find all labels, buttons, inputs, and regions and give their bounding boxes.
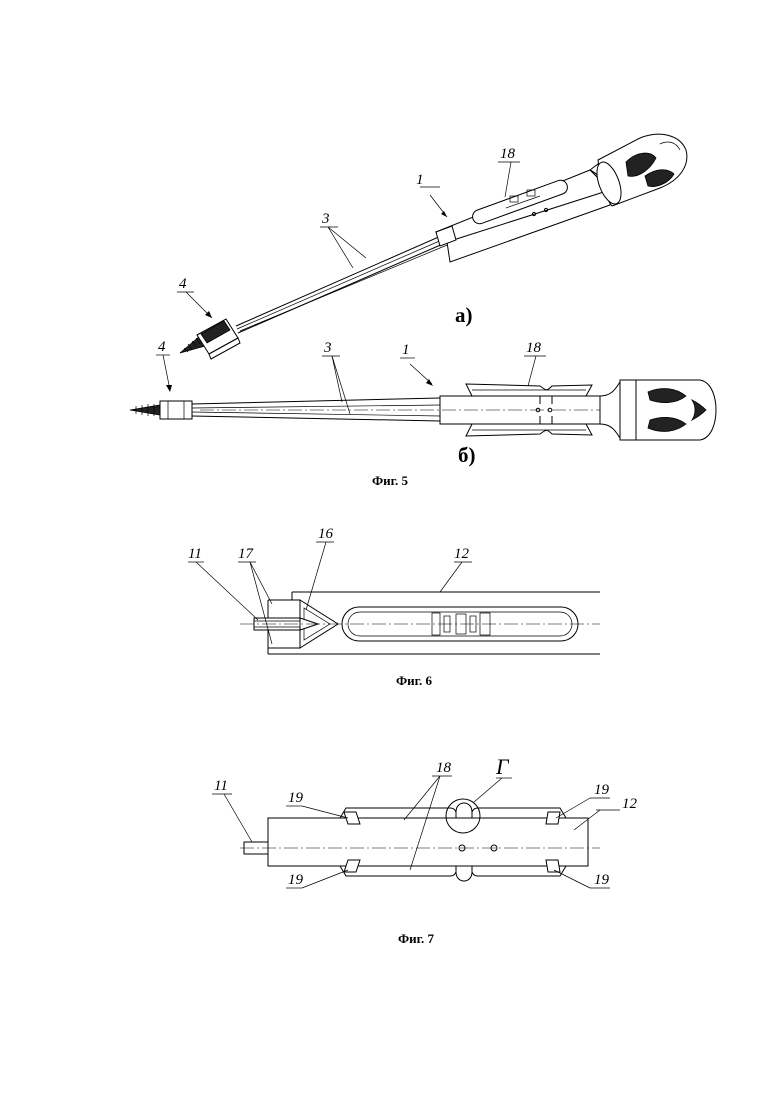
handle-b: [600, 380, 716, 440]
figure-5b-instrument: [130, 380, 716, 440]
callout-1-b: 1: [402, 342, 410, 358]
callout-12-fig6: 12: [454, 546, 470, 562]
figure-6-detail: [240, 592, 600, 654]
figure-7-detail: [240, 799, 600, 881]
callout-18-fig7: 18: [436, 760, 452, 776]
callout-19-top-right: 19: [594, 782, 610, 798]
callout-19-top-left: 19: [288, 790, 304, 806]
callout-18-a: 18: [500, 146, 516, 162]
body-part-1-a: [436, 170, 610, 262]
callout-4-a: 4: [179, 276, 187, 292]
figure-6-caption: Фиг. 6: [396, 673, 433, 688]
detail-label-G: Г: [495, 754, 510, 779]
figure-5a-instrument: [180, 134, 687, 359]
callout-3-a: 3: [321, 211, 330, 227]
callout-11-fig6: 11: [188, 546, 202, 562]
body-part-1-b: [200, 384, 600, 436]
callout-17-fig6: 17: [238, 546, 255, 562]
rods-part-3-a: [236, 232, 452, 333]
callout-1-a: 1: [416, 172, 424, 188]
figure-7-caption: Фиг. 7: [398, 931, 435, 946]
subfigure-label-b: б): [458, 443, 476, 467]
callout-11-fig7: 11: [214, 778, 228, 794]
sleeve-part-4-b: [160, 401, 192, 419]
sleeve-part-4-a: [197, 319, 240, 359]
callout-3-b: 3: [323, 340, 332, 356]
subfigure-label-a: а): [455, 303, 473, 327]
callout-4-b: 4: [158, 339, 166, 355]
callout-19-bottom-right: 19: [594, 872, 610, 888]
callout-18-b: 18: [526, 340, 542, 356]
callout-12-fig7: 12: [622, 796, 638, 812]
rods-part-3-b: [192, 398, 440, 421]
figure-5-caption: Фиг. 5: [372, 473, 409, 488]
callout-19-bottom-left: 19: [288, 872, 304, 888]
callout-16-fig6: 16: [318, 526, 334, 542]
handle-a: [590, 134, 687, 207]
